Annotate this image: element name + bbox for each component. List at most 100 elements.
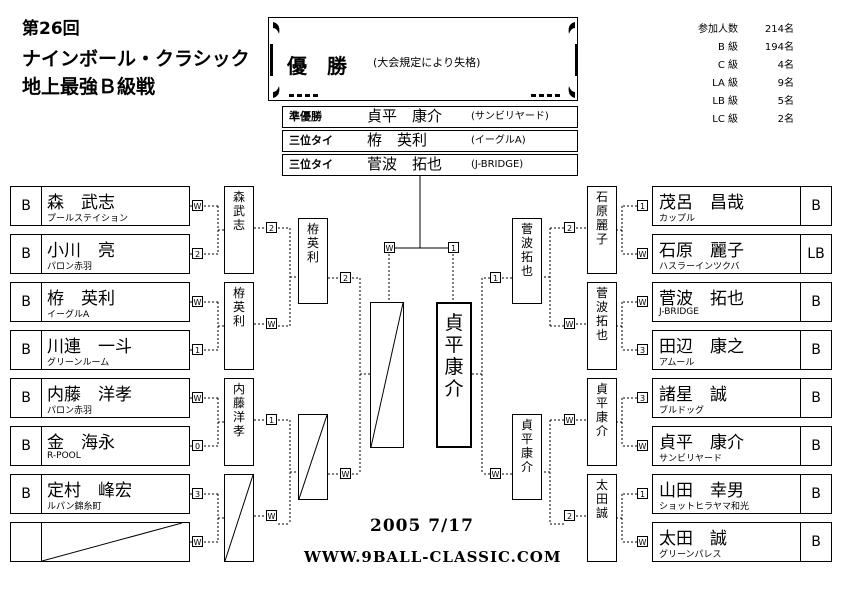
- player-class: B: [800, 475, 831, 513]
- player-class: B: [11, 379, 42, 417]
- round3-name: 菅波拓也: [520, 222, 533, 278]
- score-box: 2: [266, 222, 277, 233]
- player-affiliation: イーグルA: [47, 310, 90, 320]
- round-box: 太田誠: [587, 474, 617, 562]
- round-box: [224, 474, 254, 562]
- player-box: [10, 522, 190, 562]
- round2-name: 貞平康介: [595, 382, 608, 438]
- player-name: 石原 麗子: [659, 241, 744, 261]
- player-class: B: [11, 331, 42, 369]
- placing-row: 三位タイ 栫 英利 (イーグルA): [282, 130, 578, 152]
- player-affiliation: パロン赤羽: [47, 406, 93, 416]
- player-name: 定村 峰宏: [47, 481, 132, 501]
- placing-row: 三位タイ菅波 拓也(J-BRIDGE): [282, 154, 578, 176]
- player-class: LB: [800, 235, 831, 273]
- player-name: 茂呂 昌哉: [659, 193, 744, 213]
- placing-row: 準優勝貞平 康介(サンビリヤード): [282, 106, 578, 128]
- score-box: W: [564, 414, 575, 425]
- player-affiliation: サンビリヤード: [659, 454, 723, 464]
- player-class: B: [800, 379, 831, 417]
- final-left-box: [370, 302, 404, 448]
- ornament-mark: [305, 94, 310, 97]
- stat-value: 2名: [777, 114, 794, 125]
- stat-label: LA 級: [712, 78, 738, 89]
- stat-value: 4名: [777, 60, 794, 71]
- round-box: 貞平康介: [587, 378, 617, 466]
- player-affiliation: グリーンパレス: [659, 550, 722, 560]
- score-box: 1: [448, 242, 459, 253]
- empty-slot-slash: [42, 523, 182, 561]
- round-box: 栫英利: [298, 218, 328, 304]
- score-box: 2: [340, 272, 351, 283]
- round2-name: 太田誠: [595, 478, 608, 520]
- score-box: 1: [637, 488, 648, 499]
- player-class: B: [11, 235, 42, 273]
- stat-label: C 級: [717, 60, 738, 71]
- player-affiliation: パロン赤羽: [47, 262, 93, 272]
- player-class: B: [800, 523, 831, 561]
- placing-name: 栫 英利: [367, 131, 428, 149]
- player-affiliation: グリーンルーム: [47, 358, 110, 368]
- score-box: W: [637, 440, 648, 451]
- score-box: 0: [192, 440, 203, 451]
- score-box: W: [266, 510, 277, 521]
- player-box: B 太田 誠グリーンパレス: [652, 522, 832, 562]
- placing-rank: 三位タイ: [289, 158, 333, 171]
- score-box: W: [564, 318, 575, 329]
- ornament-mark: [547, 94, 552, 97]
- ornament-mark: [531, 94, 536, 97]
- player-affiliation: プールステイション: [47, 214, 129, 224]
- placing-affiliation: (J-BRIDGE): [471, 159, 524, 170]
- player-name: 川連 一斗: [47, 337, 132, 357]
- round-box: 菅波拓也: [512, 218, 542, 304]
- round-box: [298, 414, 328, 500]
- player-affiliation: ルパン錦糸町: [47, 502, 102, 512]
- event-subtitle: 地上最強Ｂ級戦: [22, 76, 156, 98]
- score-box: W: [192, 536, 203, 547]
- ornament-mark: [297, 94, 302, 97]
- stat-label: LB 級: [712, 96, 738, 107]
- player-class: B: [800, 331, 831, 369]
- round2-name: 栫英利: [232, 286, 245, 328]
- player-class: B: [11, 475, 42, 513]
- round-box: 森武志: [224, 186, 254, 274]
- ornament-frame-icon: [270, 22, 578, 98]
- stat-value: 194名: [764, 42, 794, 53]
- stat-value: 214名: [764, 24, 794, 35]
- player-name: 山田 幸男: [659, 481, 744, 501]
- score-box: W: [192, 200, 203, 211]
- score-box: W: [192, 392, 203, 403]
- score-box: 2: [564, 510, 575, 521]
- event-number: 第26回: [22, 19, 80, 39]
- placing-rank: 三位タイ: [289, 134, 333, 147]
- stat-value: 9名: [777, 78, 794, 89]
- player-name: 貞平 康介: [659, 433, 744, 453]
- score-box: 1: [266, 414, 277, 425]
- player-affiliation: ブルドッグ: [659, 406, 705, 416]
- score-box: W: [384, 242, 395, 253]
- player-affiliation: ショットヒラヤマ和光: [659, 502, 750, 512]
- empty-slot-slash: [371, 303, 403, 447]
- score-box: 1: [637, 200, 648, 211]
- player-name: 小川 亮: [47, 241, 115, 261]
- empty-slot-slash: [225, 475, 253, 561]
- round-box: 内藤洋孝: [224, 378, 254, 466]
- round-box: 貞平康介: [512, 414, 542, 500]
- placing-affiliation: (イーグルA): [471, 135, 526, 146]
- player-box: B 山田 幸男ショットヒラヤマ和光: [652, 474, 832, 514]
- stat-label: 参加人数: [698, 24, 738, 35]
- score-box: 3: [637, 344, 648, 355]
- ornament-mark: [289, 94, 294, 97]
- player-name: 太田 誠: [659, 529, 727, 549]
- player-class: B: [11, 283, 42, 321]
- player-name: 森 武志: [47, 193, 115, 213]
- ornament-mark: [555, 94, 560, 97]
- player-affiliation: アムール: [659, 358, 695, 368]
